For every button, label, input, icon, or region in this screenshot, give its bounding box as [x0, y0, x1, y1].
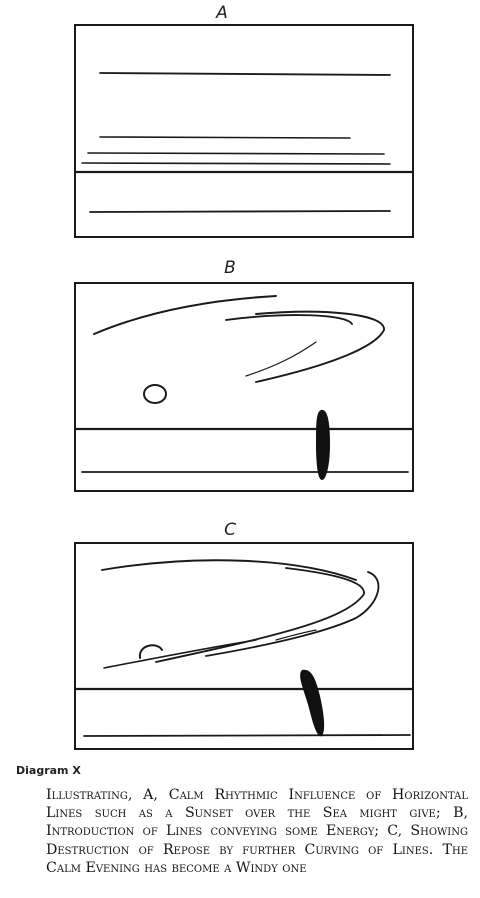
wind-curve	[255, 310, 385, 383]
figure-b-drawing	[76, 295, 412, 480]
wind-curve	[101, 559, 357, 581]
sea-line	[89, 210, 391, 213]
wind-curve	[93, 295, 277, 335]
figure-b-panel	[74, 282, 414, 492]
wind-curve	[275, 629, 317, 641]
figure-a-panel	[74, 24, 414, 238]
figure-c-drawing	[76, 559, 412, 737]
sun-circle	[143, 384, 167, 404]
figure-c-label: C	[224, 520, 236, 540]
sea-line	[83, 734, 411, 737]
horizon-line	[99, 136, 351, 139]
figure-a-label: A	[216, 3, 228, 23]
wind-curve	[205, 571, 380, 657]
figure-a-drawing	[76, 72, 412, 213]
figure-caption: Illustrating, A, Calm Rhythmic Influence…	[46, 787, 468, 876]
figure-silhouette	[300, 669, 325, 737]
wind-curve	[103, 639, 257, 669]
horizon-line	[81, 162, 391, 165]
figure-b-label: B	[224, 258, 236, 278]
horizon-line-upper	[99, 72, 391, 76]
wind-curve	[225, 314, 353, 325]
figure-c-panel	[74, 542, 414, 750]
sun-curl	[138, 644, 163, 659]
wind-curve	[245, 341, 317, 377]
diagram-label: Diagram X	[16, 764, 81, 777]
wind-curve	[155, 567, 365, 663]
figure-silhouette	[316, 409, 330, 480]
horizon-line	[87, 152, 385, 155]
